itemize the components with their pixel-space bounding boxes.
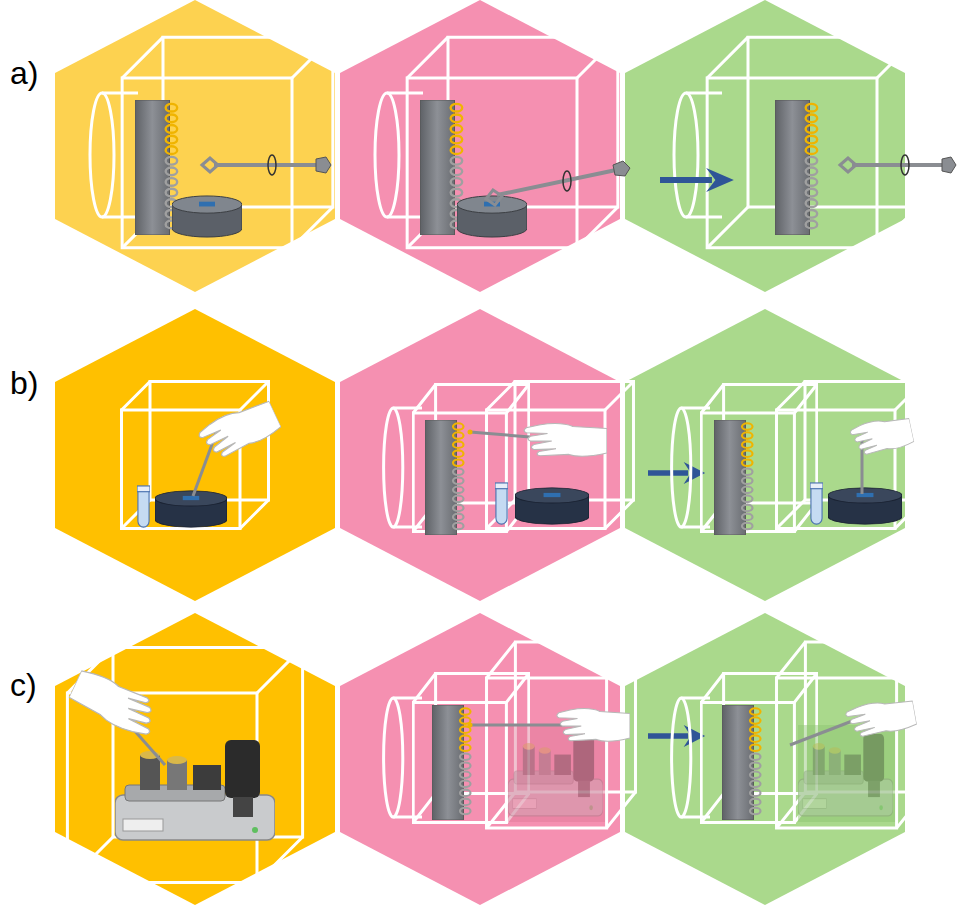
glovebox-cube — [777, 382, 924, 529]
door — [672, 698, 710, 817]
panel-a2 — [375, 37, 630, 248]
column — [420, 100, 462, 235]
panel-c2 — [384, 642, 636, 828]
hex-ground — [340, 309, 620, 601]
door — [90, 93, 138, 217]
glove — [845, 696, 918, 738]
glovebox-cube — [487, 642, 636, 828]
rod-tip — [840, 158, 856, 172]
column — [722, 705, 761, 820]
panel-a1 — [90, 37, 333, 248]
tweezers — [790, 718, 860, 745]
feedthrough — [563, 171, 571, 191]
panel-b2 — [384, 382, 634, 536]
glove — [524, 424, 607, 457]
glove — [196, 396, 282, 463]
sample — [468, 723, 473, 728]
column — [714, 420, 753, 535]
glovebox-cube — [67, 647, 302, 882]
feedthrough — [268, 155, 276, 175]
transfer-rod — [214, 163, 318, 167]
column — [775, 100, 817, 235]
vial — [137, 486, 150, 527]
chamber-cube — [707, 37, 918, 248]
transfer-arrow — [648, 462, 705, 484]
feedthrough — [901, 155, 909, 175]
cylinder — [828, 488, 902, 524]
transfer-rod — [497, 170, 616, 195]
transfer-rod — [852, 163, 945, 167]
vial — [495, 483, 508, 524]
tint — [798, 725, 895, 822]
column — [432, 705, 471, 820]
glove — [557, 709, 630, 742]
hex-ground — [625, 613, 905, 905]
door — [375, 93, 423, 217]
door — [384, 698, 422, 817]
panel-letter: a) — [10, 56, 38, 91]
door — [674, 93, 722, 217]
cylinder — [155, 491, 227, 527]
hex-ground — [340, 613, 620, 905]
door — [672, 408, 710, 527]
door — [384, 408, 422, 527]
hex-ground — [340, 0, 620, 292]
panel-letter: c) — [10, 668, 37, 703]
panel-b3 — [648, 382, 924, 536]
glovebox-cube — [122, 382, 269, 529]
glovebox-cube — [487, 382, 634, 529]
sample — [468, 430, 473, 435]
rod-handle — [316, 157, 331, 173]
panel-c3 — [648, 642, 925, 828]
rod-tip — [486, 190, 502, 205]
instrument — [115, 740, 275, 840]
glove — [66, 667, 162, 739]
chamber-cube — [407, 37, 618, 248]
hex-ground — [625, 309, 905, 601]
rod-tip — [202, 158, 218, 172]
panel-c1 — [66, 647, 302, 882]
hex-ground — [55, 309, 335, 601]
vial — [810, 483, 823, 524]
rod-handle — [942, 157, 956, 173]
glovebox-cube — [777, 642, 926, 828]
panel-b1 — [122, 382, 283, 529]
chamber-cube — [122, 37, 333, 248]
transfer-arrow — [648, 725, 705, 747]
transfer-arrow — [660, 168, 734, 192]
hex-ground — [55, 0, 335, 292]
rod-handle — [613, 161, 630, 176]
cylinder — [172, 196, 242, 237]
panel-a3 — [660, 37, 956, 248]
panel-letter: b) — [10, 366, 38, 401]
tweezers — [470, 724, 565, 727]
hex-ground — [55, 613, 335, 905]
glove — [849, 414, 915, 457]
tweezers — [470, 432, 530, 437]
column — [135, 100, 177, 235]
column — [425, 420, 464, 535]
cylinder — [515, 488, 589, 524]
